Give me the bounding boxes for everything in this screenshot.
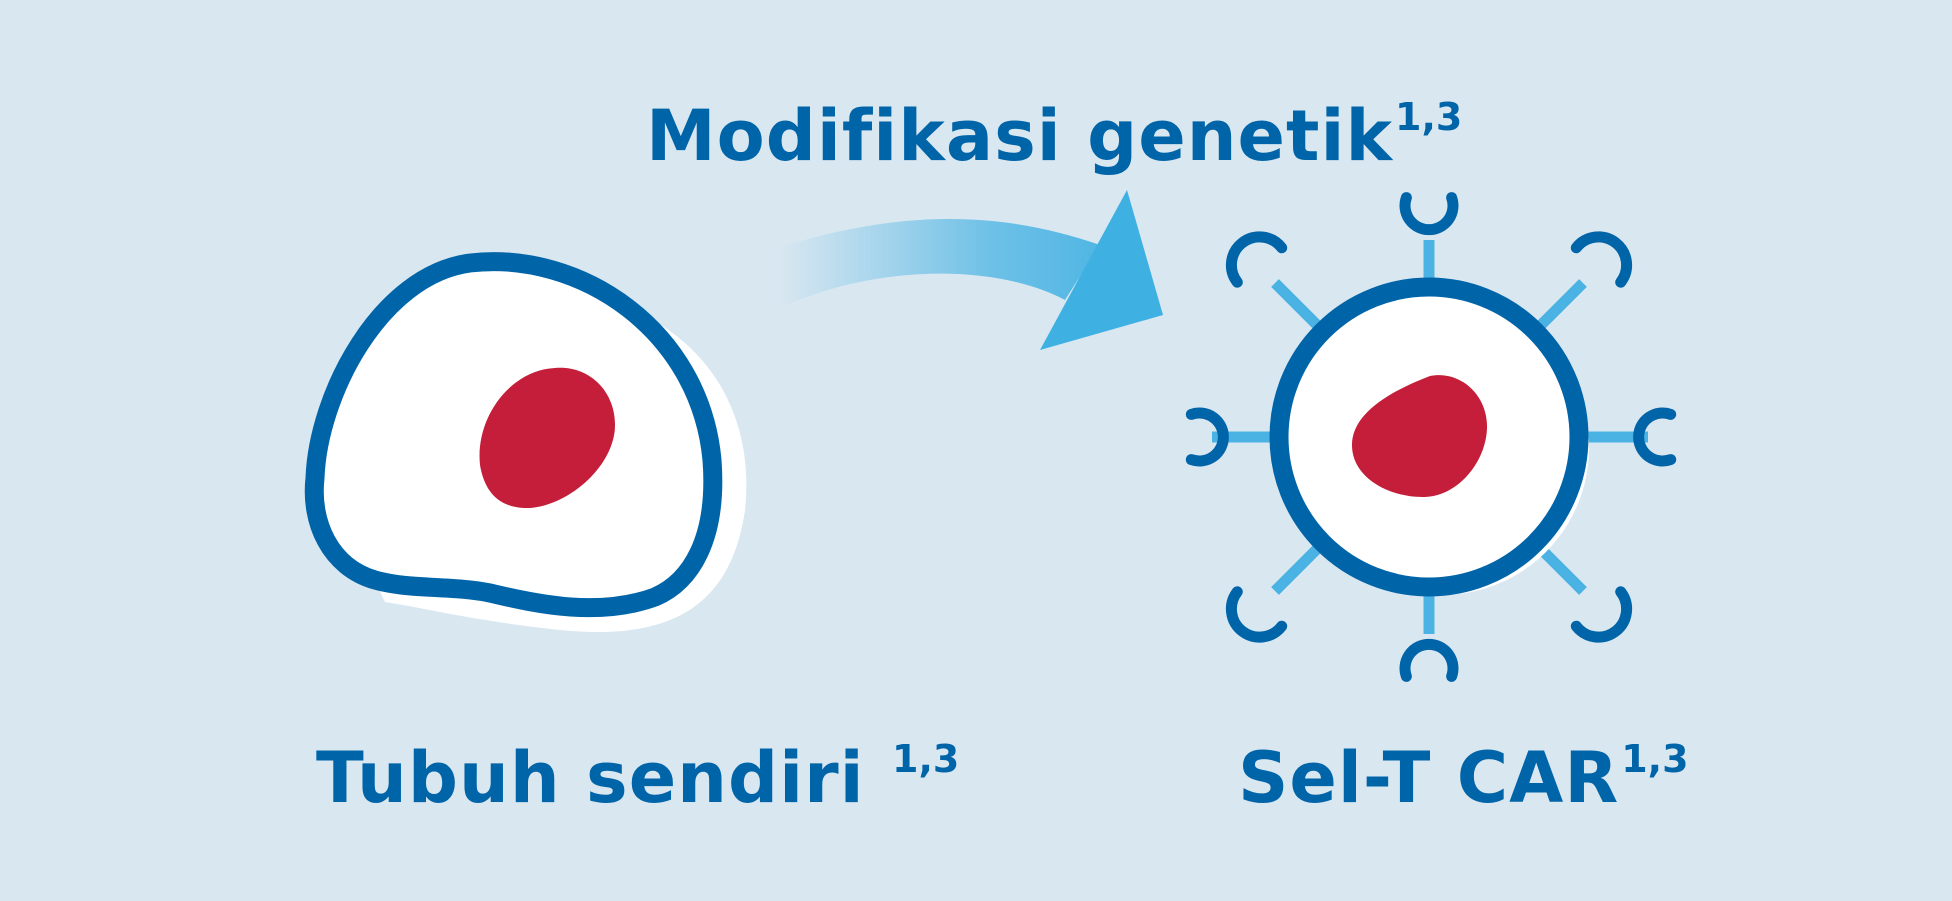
arrow-head bbox=[1040, 190, 1163, 350]
car-cell-nucleus bbox=[1352, 375, 1488, 498]
car-receptor-icon bbox=[1225, 586, 1288, 643]
result-cell-label: Sel-T CAR1,3 bbox=[1238, 737, 1689, 819]
car-receptor-icon bbox=[1633, 407, 1677, 467]
source-cell-label-ref: 1,3 bbox=[892, 737, 960, 781]
car-t-cell-icon bbox=[1185, 192, 1677, 682]
car-receptor-icon bbox=[1185, 407, 1229, 467]
result-cell-label-ref: 1,3 bbox=[1621, 737, 1689, 781]
cell-icon bbox=[304, 252, 747, 633]
car-receptor-icon bbox=[1399, 192, 1459, 236]
cell-nucleus bbox=[479, 367, 615, 509]
car-receptor-icon bbox=[1570, 586, 1633, 643]
curved-arrow-icon bbox=[780, 190, 1163, 350]
arrow-shaft bbox=[780, 218, 1100, 308]
car-receptor-icon bbox=[1225, 231, 1288, 288]
car-receptor-icon bbox=[1399, 638, 1459, 682]
source-cell-label: Tubuh sendiri 1,3 bbox=[316, 737, 960, 819]
process-label: Modifikasi genetik1,3 bbox=[646, 95, 1463, 177]
car-receptor-icon bbox=[1570, 231, 1633, 288]
process-label-ref: 1,3 bbox=[1395, 95, 1463, 139]
receptor-heads bbox=[1185, 192, 1677, 682]
